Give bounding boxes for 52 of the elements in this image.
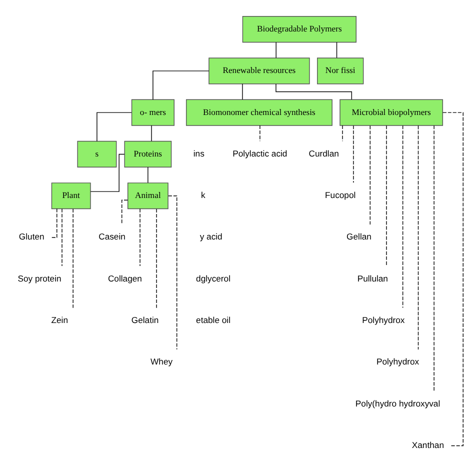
node-text: Polyhydrox [376, 356, 419, 366]
connector [433, 124, 434, 391]
connector [275, 41, 276, 58]
node-text: Gluten [18, 231, 44, 242]
connector [275, 83, 352, 100]
node-text: Polyhydrox [362, 314, 404, 325]
node-text: Whey [150, 356, 172, 366]
connector [120, 199, 128, 224]
connector [402, 124, 403, 308]
connector [152, 70, 209, 100]
node-box: s [76, 140, 116, 167]
node-text: Casein [98, 231, 125, 242]
node-box: Proteins [124, 140, 172, 167]
label: k [200, 190, 205, 200]
node-text: Collagen [107, 272, 142, 283]
node-box: Biodegradable Polymers [242, 16, 356, 42]
node-text: Pullulan [356, 272, 388, 283]
label: ins [192, 148, 204, 158]
node-text: Zein [50, 314, 68, 325]
connector [167, 195, 177, 350]
node-text: Polylactic acid [232, 148, 287, 158]
connector [336, 41, 337, 58]
node-text: Curdlan [308, 148, 338, 158]
label: dglycerol [196, 272, 230, 283]
connector [90, 153, 124, 192]
node-box: Biomonomer chemical synthesis [185, 98, 332, 126]
node-box: Plant [50, 182, 90, 209]
node-text: Gelatin [130, 314, 158, 325]
connector [150, 124, 152, 141]
connector [96, 112, 132, 142]
node-box: o- mers [130, 98, 174, 126]
connector [61, 208, 62, 266]
connector [72, 208, 73, 308]
node-box: Renewable resources [208, 57, 310, 84]
connector [139, 208, 140, 266]
connector [442, 112, 463, 446]
label: y acid [199, 231, 222, 242]
node-box: Nor fissi [316, 57, 364, 84]
connector [352, 124, 354, 183]
node-text: Xanthan [411, 439, 444, 450]
connector [369, 124, 370, 224]
connector [259, 124, 260, 141]
node-box: Animal [126, 182, 168, 209]
connector [147, 166, 148, 183]
node-text: Poly(hydro hydroxyval [354, 398, 440, 408]
connector [50, 208, 57, 238]
label: etable oil [196, 314, 230, 325]
node-text: Gellan [346, 231, 371, 242]
node-box: Microbial biopolymers [339, 98, 443, 126]
node-text: Soy protein [17, 272, 61, 283]
connector [417, 124, 418, 350]
node-text: Fucopol [324, 190, 356, 200]
